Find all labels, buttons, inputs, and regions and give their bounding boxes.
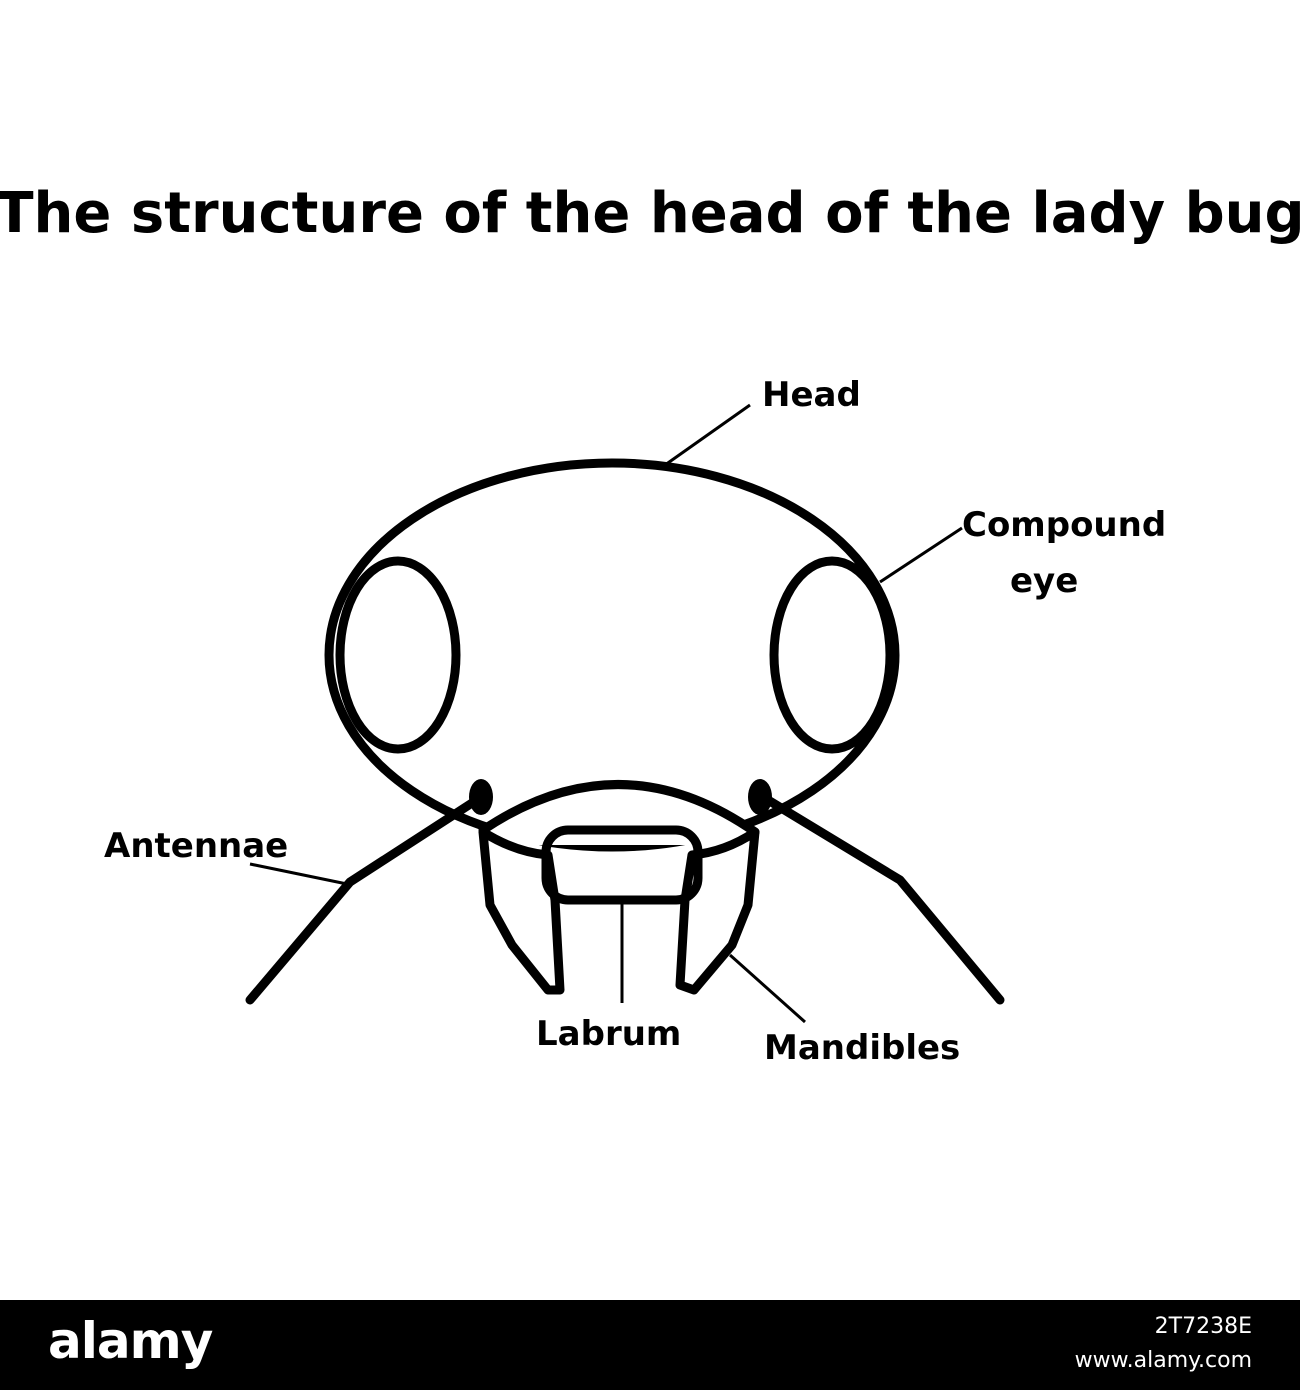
head-label: Head [762,375,861,415]
mandibles-label: Mandibles [764,1028,960,1068]
compound-eye-leader-line [879,526,963,584]
labrum-label: Labrum [536,1014,681,1054]
diagram-title: The structure of the head of the lady bu… [0,181,1300,246]
head-leader-line [664,403,751,467]
right-mandible [675,827,760,995]
antennae-label: Antennae [104,826,288,866]
left-antenna-socket [469,779,493,815]
image-code: 2T7238E [1154,1314,1252,1339]
clypeus-arc [478,780,760,837]
brand-logo: alamy [48,1312,213,1370]
left-mandible [478,827,565,995]
head-capsule [324,458,900,852]
mouth-area [483,785,755,845]
compound-eye-label-line2: eye [1010,561,1078,601]
right-antenna [763,795,1005,1005]
left-compound-eye [335,556,461,754]
right-antenna-socket [748,779,772,815]
left-antenna [245,798,477,1005]
mandibles-leader-line [729,953,806,1024]
right-compound-eye [769,556,895,754]
stock-footer-bar: alamy 2T7238E www.alamy.com [0,1300,1300,1390]
compound-eye-label-line1: Compound [962,505,1166,545]
antennae-leader-line [249,862,348,886]
site-url: www.alamy.com [1074,1348,1252,1373]
ladybug-head-diagram: The structure of the head of the lady bu… [0,181,1300,1068]
